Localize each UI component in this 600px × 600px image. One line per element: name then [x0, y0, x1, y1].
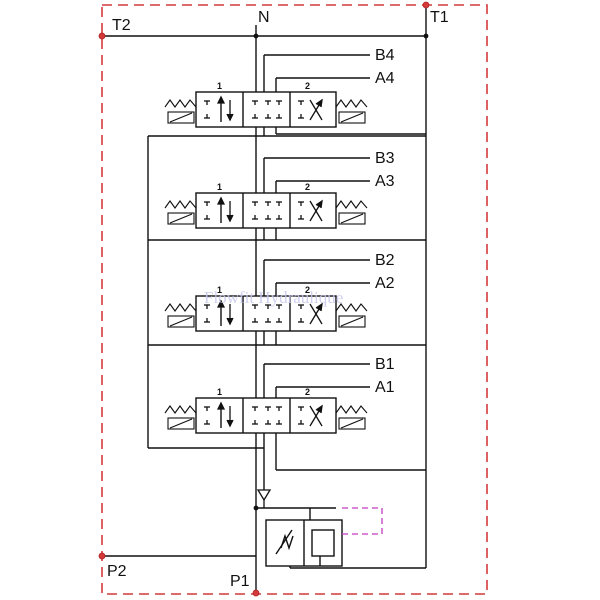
section-3-port-a: A3 — [375, 173, 395, 190]
section-2-lines — [147, 240, 426, 346]
section-2-position-2: 2 — [305, 285, 310, 295]
port-label-n: N — [258, 9, 270, 26]
section-4-position-2: 2 — [305, 81, 310, 91]
junction-dots — [98, 1, 430, 597]
valve-section-2: 1 2 B2 A2 — [147, 240, 426, 346]
section-4-spool — [195, 91, 337, 128]
section-4-symbols — [204, 96, 323, 123]
section-3-symbols — [204, 197, 323, 224]
section-2-position-1: 1 — [217, 285, 222, 295]
section-2-port-a: A2 — [375, 275, 395, 292]
section-4-position-1: 1 — [217, 81, 222, 91]
section-1-actuators — [164, 405, 368, 430]
section-2-actuators — [164, 303, 368, 328]
section-4-lines — [263, 54, 426, 136]
valve-block-boundary — [101, 4, 488, 595]
section-2-port-b: B2 — [375, 252, 395, 269]
check-valve-symbol — [256, 489, 272, 508]
section-3-position-1: 1 — [217, 182, 222, 192]
section-1-port-a: A1 — [375, 379, 395, 396]
section-3-position-2: 2 — [305, 182, 310, 192]
port-label-t1: T1 — [430, 9, 449, 26]
section-3-actuators — [164, 200, 368, 225]
valve-section-1: 1 2 B1 A1 — [147, 345, 426, 490]
section-3-lines — [147, 135, 426, 241]
pilot-line — [342, 507, 383, 535]
section-1-spool — [195, 397, 337, 434]
section-3-spool — [195, 192, 337, 229]
section-4-port-a: A4 — [375, 70, 395, 87]
port-label-t2: T2 — [112, 17, 131, 34]
port-label-p2: P2 — [107, 563, 127, 580]
section-2-spool — [195, 295, 337, 332]
port-label-p1: P1 — [230, 573, 250, 590]
valve-section-4: 1 2 B4 A4 — [164, 47, 426, 136]
section-1-symbols — [204, 402, 323, 429]
valve-section-3: 1 2 B3 A3 — [147, 135, 426, 241]
section-2-symbols — [204, 300, 323, 327]
section-4-port-b: B4 — [375, 47, 395, 64]
section-1-lines — [147, 345, 426, 490]
section-3-port-b: B3 — [375, 150, 395, 167]
section-1-port-b: B1 — [375, 356, 395, 373]
watermark: Flowfit Hydraulique — [204, 288, 343, 307]
section-4-actuators — [164, 99, 368, 124]
section-1-position-1: 1 — [217, 387, 222, 397]
tank-line-t1 — [290, 5, 427, 569]
relief-valve — [256, 507, 343, 568]
section-1-position-2: 2 — [305, 387, 310, 397]
